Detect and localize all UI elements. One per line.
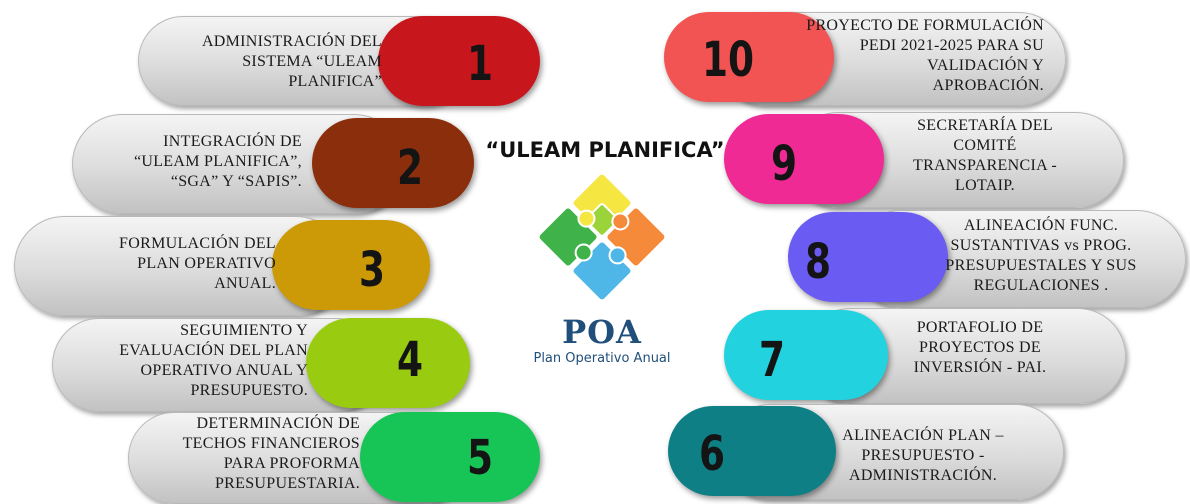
left-item-5-line: PARA PROFORMA [223, 455, 360, 472]
right-item-6-text: ALINEACIÓN PLAN – PRESUPUESTO - ADMINIST… [812, 426, 1034, 486]
left-item-4-line: EVALUACIÓN DEL PLAN [119, 342, 308, 359]
left-item-5-number: 5 [466, 430, 494, 486]
left-item-1-number: 1 [466, 36, 494, 92]
puzzle-knob [574, 243, 593, 262]
left-item-5-badge [360, 412, 540, 502]
right-item-10-badge [664, 12, 834, 102]
right-item-9-text: SECRETARÍA DEL COMITÉ TRANSPARENCIA - LO… [880, 116, 1090, 196]
right-item-6-line: PRESUPUESTO - [861, 447, 985, 464]
logo-subtitle: Plan Operativo Anual [533, 351, 671, 366]
left-item-3-line: ANUAL. [214, 275, 276, 292]
left-item-1-line: ADMINISTRACIÓN DEL [201, 33, 382, 50]
right-item-8-line: ALINEACIÓN FUNC. [963, 217, 1119, 234]
right-item-8-text: ALINEACIÓN FUNC. SUSTANTIVAS vs PROG. PR… [910, 216, 1172, 296]
right-item-8-badge [788, 212, 948, 302]
puzzle-knob [577, 209, 596, 228]
left-item-1-text: ADMINISTRACIÓN DEL SISTEMA “ULEAM PLANIF… [150, 32, 382, 92]
left-item-2-line: INTEGRACIÓN DE [163, 133, 302, 150]
left-item-2-line: “SGA” Y “SAPIS”. [170, 173, 302, 190]
right-item-8-number: 8 [804, 234, 832, 290]
right-item-7-line: PORTAFOLIO DE [916, 319, 1044, 336]
puzzle-knob [611, 212, 630, 231]
right-item-6-number: 6 [698, 426, 726, 482]
right-item-9-number: 9 [770, 136, 798, 192]
right-item-8-line: PRESUPUESTALES Y SUS [945, 257, 1137, 274]
right-item-7-text: PORTAFOLIO DE PROYECTOS DE INVERSIÓN - P… [880, 318, 1080, 378]
left-item-4-line: OPERATIVO ANUAL Y [140, 362, 308, 379]
left-item-3-badge [272, 220, 430, 310]
left-item-2-line: “ULEAM PLANIFICA”, [133, 153, 302, 170]
right-item-7-number: 7 [758, 332, 786, 388]
left-item-4-number: 4 [396, 332, 424, 388]
left-item-3-line: PLAN OPERATIVO [137, 255, 276, 272]
right-item-7-badge [724, 310, 888, 400]
right-item-10-line: PEDI 2021-2025 PARA SU [859, 37, 1044, 54]
right-item-6-line: ALINEACIÓN PLAN – [842, 427, 1004, 444]
left-item-5-text: DETERMINACIÓN DE TECHOS FINANCIEROS PARA… [140, 414, 360, 494]
diagram-title: “ULEAM PLANIFICA” [485, 138, 725, 162]
right-item-9-line: COMITÉ [953, 137, 1017, 154]
right-item-6-line: ADMINISTRACIÓN. [848, 467, 998, 484]
right-item-9-line: LOTAIP. [955, 177, 1015, 194]
left-item-3-number: 3 [358, 242, 386, 298]
left-item-5-line: PRESUPUESTARIA. [214, 475, 360, 492]
right-item-9-badge [724, 114, 884, 204]
puzzle-piece-lime [585, 203, 619, 237]
right-item-10-line: VALIDACIÓN Y [927, 57, 1044, 74]
right-item-10-line: APROBACIÓN. [932, 77, 1044, 94]
right-item-9-line: TRANSPARENCIA - [913, 157, 1057, 174]
left-item-1-line: PLANIFICA” [288, 73, 382, 90]
left-item-4-badge [306, 318, 470, 408]
left-item-4-line: SEGUIMIENTO Y [180, 322, 308, 339]
left-item-5-line: DETERMINACIÓN DE [196, 415, 360, 432]
right-item-8-line: REGULACIONES . [973, 277, 1109, 294]
right-item-10-number: 10 [701, 32, 755, 88]
left-item-3-text: FORMULACIÓN DEL PLAN OPERATIVO ANUAL. [40, 234, 276, 294]
left-item-1-badge [378, 16, 540, 106]
right-item-7-line: PROYECTOS DE [919, 339, 1041, 356]
left-item-4-line: PRESUPUESTO. [190, 382, 308, 399]
puzzle-knob [608, 246, 627, 265]
right-item-7-line: INVERSIÓN - PAI. [913, 359, 1047, 376]
left-item-2-number: 2 [396, 140, 424, 196]
left-item-2-badge [312, 118, 474, 208]
left-item-2-text: INTEGRACIÓN DE “ULEAM PLANIFICA”, “SGA” … [82, 132, 302, 192]
right-item-10-text: PROYECTO DE FORMULACIÓN PEDI 2021-2025 P… [760, 16, 1044, 96]
puzzle-icon [537, 172, 667, 302]
right-item-8-line: SUSTANTIVAS vs PROG. [950, 237, 1132, 254]
right-item-10-line: PROYECTO DE FORMULACIÓN [806, 17, 1044, 34]
left-item-1-line: SISTEMA “ULEAM [242, 53, 382, 70]
right-item-6-badge [668, 406, 836, 496]
logo-brand: POA [562, 313, 642, 351]
left-item-5-line: TECHOS FINANCIEROS [182, 435, 360, 452]
left-item-4-text: SEGUIMIENTO Y EVALUACIÓN DEL PLAN OPERAT… [62, 321, 308, 401]
right-item-9-line: SECRETARÍA DEL [917, 117, 1053, 134]
poa-logo: POA Plan Operativo Anual [512, 165, 692, 375]
left-item-3-line: FORMULACIÓN DEL [119, 235, 276, 252]
